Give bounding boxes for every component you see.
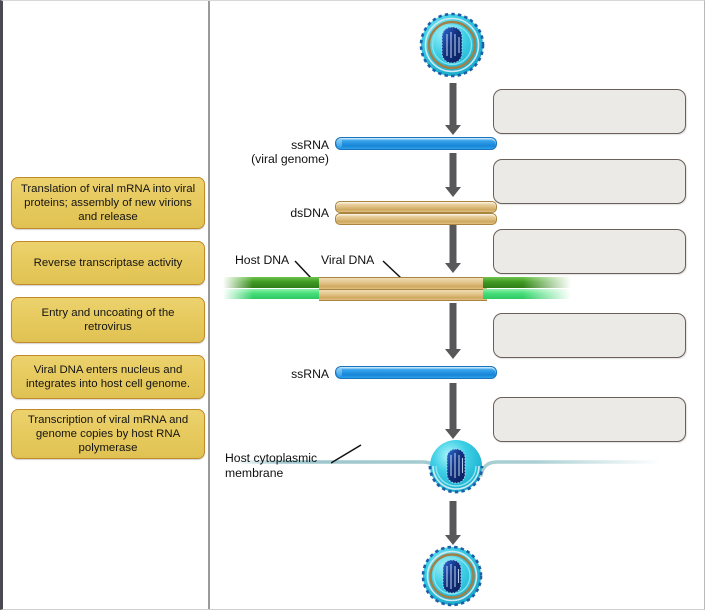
budding-virion-icon	[423, 437, 489, 499]
choice-integration[interactable]: Viral DNA enters nucleus and integrates …	[11, 355, 205, 399]
viral-dna-label: Viral DNA	[321, 253, 375, 267]
integrated-dna-bottom-strand	[223, 289, 571, 301]
dsdna-label: dsDNA	[290, 206, 329, 220]
host-dna-label: Host DNA	[235, 253, 290, 267]
choice-label: Translation of viral mRNA into viral pro…	[20, 182, 196, 224]
dropzone-2[interactable]	[493, 159, 686, 204]
ssrna-mid-label: ssRNA	[291, 367, 329, 381]
dropzone-3[interactable]	[493, 229, 686, 274]
choice-label: Reverse transcriptase activity	[33, 256, 183, 269]
arrow-down-1	[445, 83, 461, 135]
membrane-label-line2: membrane	[225, 466, 284, 480]
dsdna-strand-bottom	[335, 213, 497, 225]
arrow-down-2	[445, 153, 461, 201]
ssrna-genome-label: ssRNA	[291, 138, 329, 152]
dropzone-1[interactable]	[493, 89, 686, 134]
membrane-label-line1: Host cytoplasmic	[225, 451, 318, 465]
arrow-down-5	[445, 383, 461, 441]
arrow-down-3	[445, 225, 461, 275]
panel-divider	[208, 1, 210, 609]
choices-panel: Translation of viral mRNA into viral pro…	[3, 1, 208, 609]
dropzone-4[interactable]	[493, 313, 686, 358]
released-virion-icon	[418, 541, 486, 611]
membrane-leader-line	[331, 444, 362, 464]
dsdna-strand-top	[335, 201, 497, 213]
arrow-down-6	[445, 501, 461, 547]
retrovirus-lifecycle-diagram: ssRNA (viral genome) dsDNA Host DNA Vira…	[211, 1, 704, 609]
choice-label: Entry and uncoating of the retrovirus	[41, 306, 175, 333]
integrated-dna-top-strand	[223, 277, 571, 290]
choice-reverse-transcriptase[interactable]: Reverse transcriptase activity	[11, 241, 205, 285]
retrovirus-virion-icon	[416, 9, 488, 81]
ssrna-bar-mid	[335, 366, 497, 379]
ssrna-genome-sublabel: (viral genome)	[251, 152, 329, 166]
choice-label: Transcription of viral mRNA and genome c…	[27, 413, 189, 455]
dna-leader-lines	[294, 260, 402, 279]
dropzone-5[interactable]	[493, 397, 686, 442]
choice-entry-uncoating[interactable]: Entry and uncoating of the retrovirus	[11, 297, 205, 343]
choice-transcription[interactable]: Transcription of viral mRNA and genome c…	[11, 409, 205, 459]
choice-translation[interactable]: Translation of viral mRNA into viral pro…	[11, 177, 205, 229]
arrow-down-4	[445, 303, 461, 361]
choice-label: Viral DNA enters nucleus and integrates …	[26, 363, 190, 390]
ssrna-bar-top	[335, 137, 497, 150]
